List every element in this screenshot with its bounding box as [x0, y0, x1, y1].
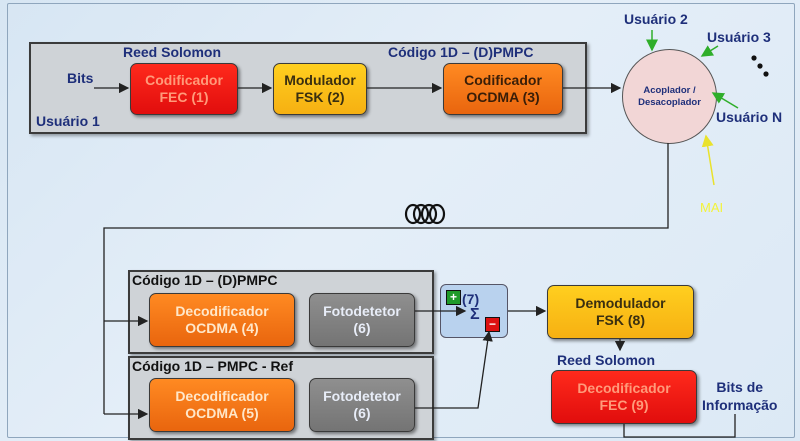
dot-2 [757, 63, 763, 69]
userN-label: Usuário N [716, 109, 783, 125]
ocdma-decoder-4-block: Decodificador OCDMA (4) [149, 293, 295, 347]
arrow-photo6b-sum [415, 330, 493, 409]
code-label-bottom-2: Código 1D – PMPC - Ref [132, 358, 294, 374]
ocdma-encoder-block: Codificador OCDMA (3) [443, 63, 563, 115]
fiber-coil-icon [404, 203, 446, 225]
user3-label: Usuário 3 [707, 29, 771, 45]
photodetector-6a-block: Fotodetetor (6) [309, 293, 415, 347]
fsk-demodulator-block: Demodulador FSK (8) [547, 285, 694, 339]
coupler-circle: Acoplador / Desacoplador [622, 49, 717, 144]
ocdma-decoder-5-block: Decodificador OCDMA (5) [149, 378, 295, 432]
fsk-modulator-block: Modulador FSK (2) [273, 63, 367, 115]
fec-encoder-block: Codificador FEC (1) [130, 63, 238, 115]
reed-solomon-label-top: Reed Solomon [123, 44, 222, 60]
dot-3 [763, 71, 769, 77]
reed-solomon-label-bottom: Reed Solomon [557, 352, 656, 368]
mai-label: MAI [700, 200, 724, 215]
code-label-bottom-1: Código 1D – (D)PMPC [132, 272, 278, 288]
arrow-mai [701, 134, 715, 186]
arrow-userN [711, 92, 739, 109]
photodetector-6b-block: Fotodetetor (6) [309, 378, 415, 432]
arrow-user3 [700, 45, 719, 57]
sum-number-label: (7) [462, 291, 480, 307]
user1-label: Usuário 1 [36, 113, 100, 129]
output-line [623, 414, 736, 438]
information-bits-label: Bits de Informação [702, 379, 778, 413]
user2-label: Usuário 2 [624, 11, 688, 27]
bits-label: Bits [67, 70, 94, 86]
plus-icon: + [446, 290, 461, 305]
code-label-top: Código 1D – (D)PMPC [388, 44, 534, 60]
sigma-symbol: Σ [470, 306, 480, 323]
dot-1 [751, 55, 757, 61]
fec-decoder-block: Decodificador FEC (9) [551, 370, 697, 424]
fiber-line [103, 143, 669, 414]
